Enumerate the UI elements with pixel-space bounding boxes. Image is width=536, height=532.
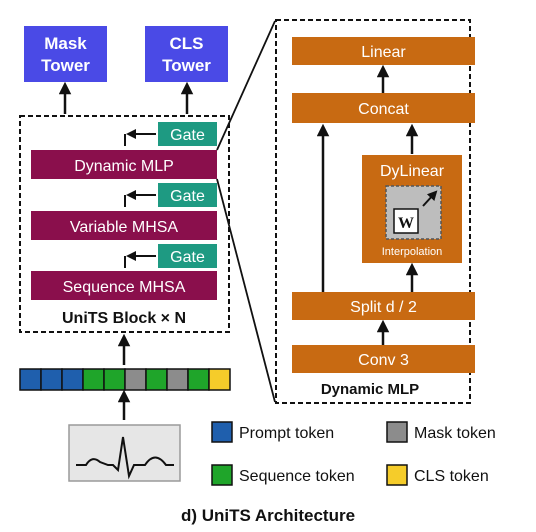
gate-bottom: Gate: [124, 244, 217, 268]
linear-label: Linear: [361, 44, 406, 61]
expand-arrow-icon: [422, 190, 438, 207]
cls-tower-label-1: CLS: [170, 34, 204, 53]
mask-tower-label-2: Tower: [41, 56, 90, 75]
mask-token: [124, 368, 147, 391]
legend-swatch-prompt: [211, 421, 233, 443]
mask-token: [166, 368, 189, 391]
layer-variable-mhsa-label: Variable MHSA: [70, 219, 179, 236]
ecg-signal-icon: [68, 424, 181, 482]
dynamic-mlp-caption: Dynamic MLP: [321, 381, 419, 398]
legend-label-prompt: Prompt token: [239, 425, 334, 442]
mask-tower-label-1: Mask: [44, 34, 87, 53]
gate-top-label: Gate: [170, 127, 205, 144]
linear-box: Linear: [292, 37, 475, 65]
weight-matrix-icon: [393, 208, 419, 234]
legend-label-cls: CLS token: [414, 468, 489, 485]
conv-label: Conv 3: [358, 352, 409, 369]
layer-sequence-mhsa-label: Sequence MHSA: [63, 279, 186, 296]
weight-symbol: W: [398, 215, 414, 232]
prompt-token: [40, 368, 63, 391]
sequence-token: [187, 368, 210, 391]
sequence-token: [145, 368, 168, 391]
legend-swatch-sequence: [211, 464, 233, 486]
interpolation-label: Interpolation: [382, 246, 443, 258]
legend-swatch-mask: [386, 421, 408, 443]
sequence-token: [103, 368, 126, 391]
layer-dynamic-mlp: Dynamic MLP: [31, 150, 217, 179]
gate-middle-label: Gate: [170, 188, 205, 205]
cls-token: [208, 368, 231, 391]
legend-swatch-cls: [386, 464, 408, 486]
units-block-caption: UniTS Block × N: [62, 310, 186, 327]
layer-sequence-mhsa: Sequence MHSA: [31, 271, 217, 300]
figure-caption: d) UniTS Architecture: [181, 506, 355, 525]
sequence-token: [82, 368, 105, 391]
layer-dynamic-mlp-label: Dynamic MLP: [74, 158, 174, 175]
gate-middle: Gate: [124, 183, 217, 207]
dynamic-mlp-detail-frame: [275, 19, 471, 404]
split-label: Split d / 2: [350, 299, 417, 316]
cls-tower-label-2: Tower: [162, 56, 211, 75]
dylinear-label: DyLinear: [380, 163, 445, 180]
cls-tower: CLS Tower: [145, 26, 228, 82]
legend-label-sequence: Sequence token: [239, 468, 355, 485]
dylinear-box: DyLinear W Interpolation: [362, 155, 462, 263]
concat-box: Concat: [292, 93, 475, 123]
prompt-token: [61, 368, 84, 391]
zoom-line-bottom: [216, 178, 276, 403]
gate-bottom-label: Gate: [170, 249, 205, 266]
gate-top: Gate: [124, 122, 217, 146]
zoom-line-top: [216, 20, 276, 151]
prompt-token: [19, 368, 42, 391]
token-sequence: [19, 368, 231, 391]
mask-tower: Mask Tower: [24, 26, 107, 82]
layer-variable-mhsa: Variable MHSA: [31, 211, 217, 240]
legend-label-mask: Mask token: [414, 425, 496, 442]
conv-box: Conv 3: [292, 345, 475, 373]
concat-label: Concat: [358, 101, 409, 118]
split-box: Split d / 2: [292, 292, 475, 320]
